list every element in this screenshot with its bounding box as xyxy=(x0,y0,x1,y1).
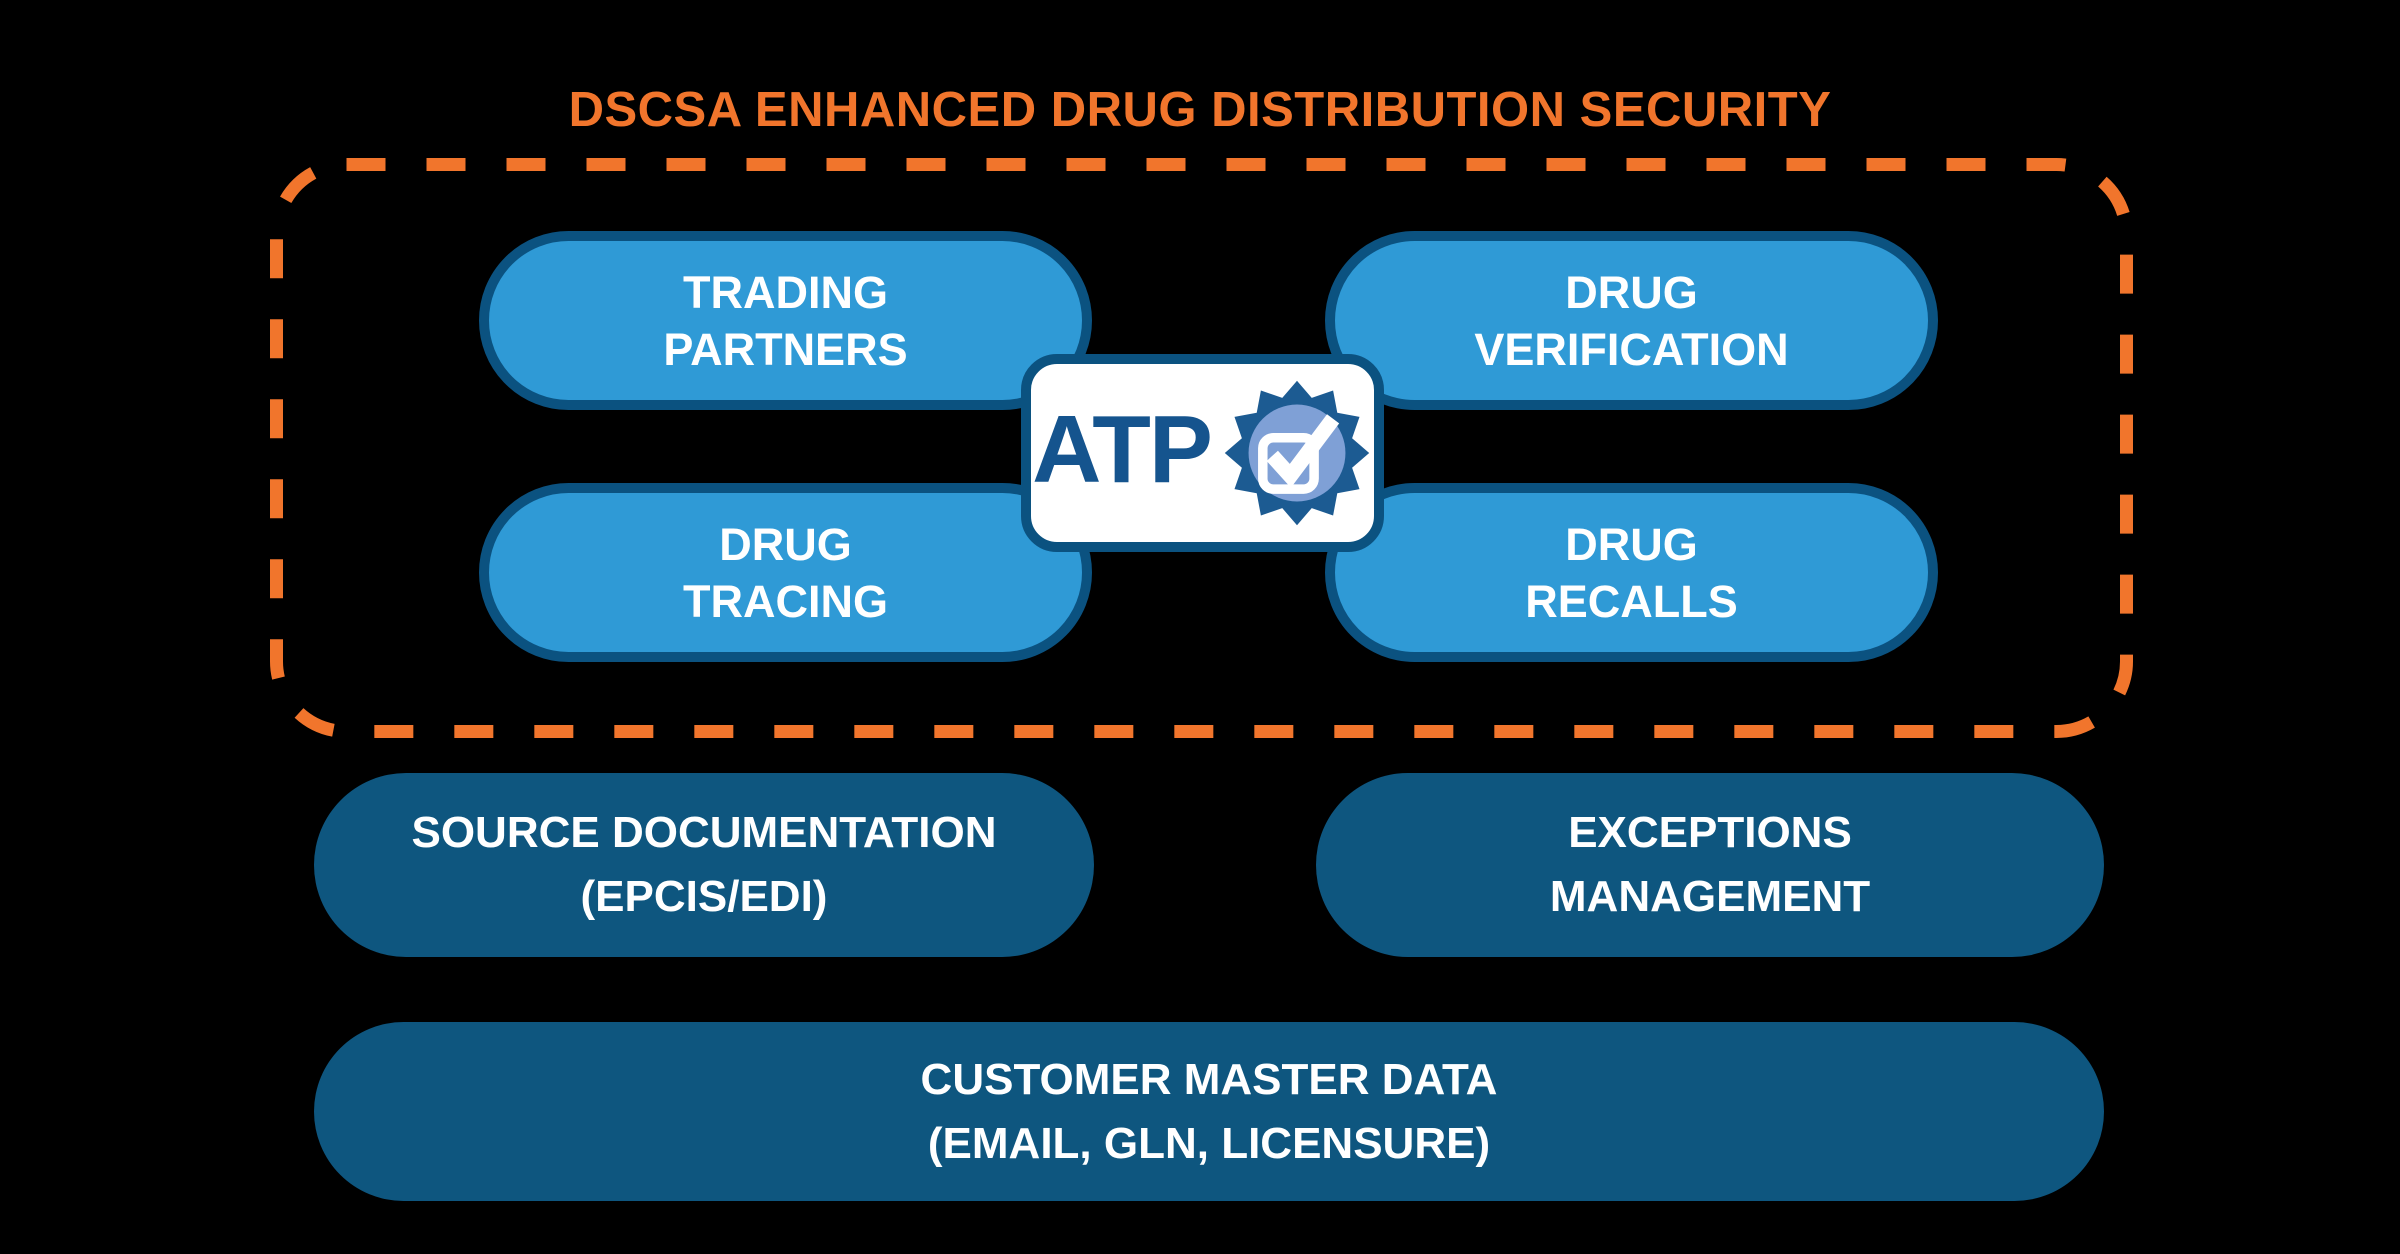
box-label: (EPCIS/EDI) xyxy=(580,872,828,921)
box-label: MANAGEMENT xyxy=(1549,872,1871,921)
box-label: DRUG xyxy=(719,518,852,570)
atp-card: ATP xyxy=(1021,354,1384,552)
box-label: SOURCE DOCUMENTATION xyxy=(411,808,997,857)
box-label: DRUG xyxy=(1565,266,1698,318)
box-label: (EMAIL, GLN, LICENSURE) xyxy=(927,1118,1491,1168)
box-label: EXCEPTIONS xyxy=(1568,808,1852,857)
box-label: TRADING xyxy=(683,266,888,318)
box-drug-verification: DRUG VERIFICATION xyxy=(1325,231,1938,410)
box-label: PARTNERS xyxy=(663,323,908,375)
box-label: TRACING xyxy=(683,575,888,627)
box-label: RECALLS xyxy=(1525,575,1738,627)
box-trading-partners: TRADING PARTNERS xyxy=(479,231,1092,410)
box-drug-tracing: DRUG TRACING xyxy=(479,483,1092,662)
checkmark-seal-icon xyxy=(1224,380,1370,526)
atp-label: ATP xyxy=(1032,396,1213,503)
box-drug-recalls: DRUG RECALLS xyxy=(1325,483,1938,662)
box-label: VERIFICATION xyxy=(1474,323,1789,375)
box-exceptions-management: EXCEPTIONS MANAGEMENT xyxy=(1316,773,2104,957)
box-label: CUSTOMER MASTER DATA xyxy=(920,1054,1498,1104)
diagram-title: DSCSA ENHANCED DRUG DISTRIBUTION SECURIT… xyxy=(568,83,1832,137)
box-source-documentation: SOURCE DOCUMENTATION (EPCIS/EDI) xyxy=(314,773,1094,957)
box-customer-master-data: CUSTOMER MASTER DATA (EMAIL, GLN, LICENS… xyxy=(314,1022,2104,1201)
box-label: DRUG xyxy=(1565,518,1698,570)
